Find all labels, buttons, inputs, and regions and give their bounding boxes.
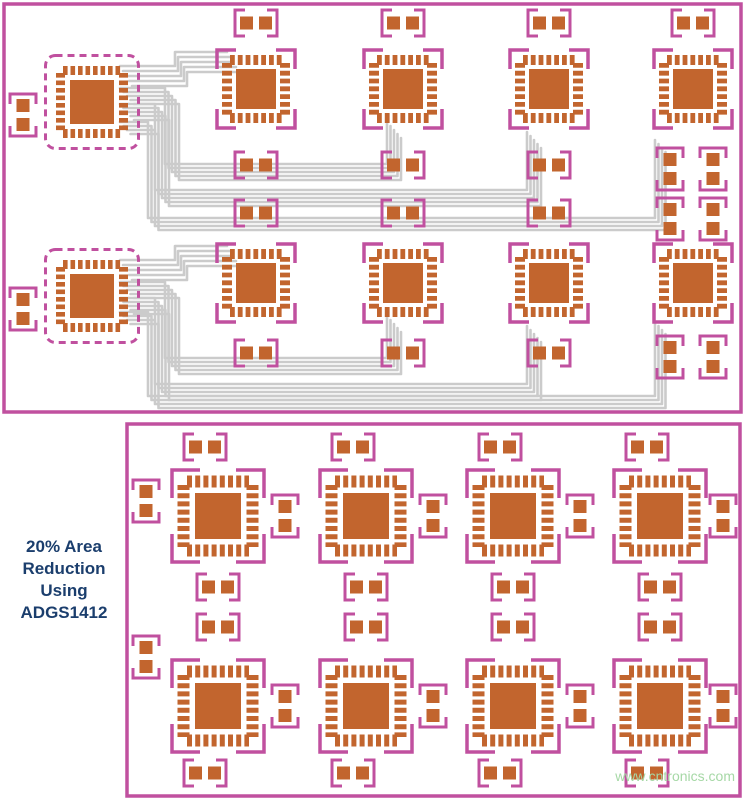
bottom-board: [125, 422, 742, 798]
passive-footprint: [565, 683, 595, 729]
passive-footprint: [670, 8, 716, 38]
chip-footprint: [320, 470, 412, 562]
passive-footprint: [477, 758, 523, 788]
passive-footprint: [182, 758, 228, 788]
passive-footprint: [708, 493, 738, 539]
passive-footprint: [698, 146, 728, 192]
passive-footprint: [418, 493, 448, 539]
chip-footprint: [364, 244, 442, 322]
passive-footprint: [565, 493, 595, 539]
large-chip-footprint: [46, 56, 139, 149]
chip-footprint: [467, 470, 559, 562]
chip-footprint: [510, 50, 588, 128]
caption-line-4: ADGS1412: [20, 603, 108, 622]
passive-footprint: [233, 8, 279, 38]
passive-footprint: [195, 572, 241, 602]
passive-footprint: [270, 493, 300, 539]
chip-footprint: [172, 660, 264, 752]
passive-footprint: [698, 334, 728, 380]
passive-footprint: [270, 683, 300, 729]
caption-line-1: 20% Area: [26, 537, 102, 556]
passive-footprint: [343, 612, 389, 642]
chip-footprint: [172, 470, 264, 562]
passive-footprint: [8, 286, 38, 332]
chip-footprint: [320, 660, 412, 752]
passive-footprint: [490, 612, 536, 642]
caption-line-3: Using: [40, 581, 88, 600]
chip-footprint: [654, 244, 732, 322]
passive-footprint: [698, 196, 728, 242]
passive-footprint: [330, 758, 376, 788]
passive-footprint: [708, 683, 738, 729]
chip-footprint: [510, 244, 588, 322]
passive-footprint: [8, 92, 38, 138]
passive-footprint: [182, 432, 228, 462]
passive-footprint: [195, 612, 241, 642]
watermark-text: www.cntronics.com: [615, 768, 735, 784]
chip-footprint: [364, 50, 442, 128]
passive-footprint: [418, 683, 448, 729]
chip-footprint: [614, 470, 706, 562]
passive-footprint: [637, 612, 683, 642]
passive-footprint: [330, 432, 376, 462]
passive-footprint: [637, 572, 683, 602]
passive-footprint: [380, 8, 426, 38]
passive-footprint: [526, 8, 572, 38]
passive-footprint: [490, 572, 536, 602]
top-board: [2, 2, 743, 414]
passive-footprint: [343, 572, 389, 602]
chip-footprint: [467, 660, 559, 752]
passive-footprint: [131, 478, 161, 524]
passive-footprint: [624, 432, 670, 462]
top-board-outline: [2, 2, 743, 414]
passive-footprint: [131, 634, 161, 680]
area-reduction-caption: 20% Area Reduction Using ADGS1412: [4, 536, 124, 624]
passive-footprint: [477, 432, 523, 462]
chip-footprint: [654, 50, 732, 128]
chip-footprint: [614, 660, 706, 752]
caption-line-2: Reduction: [22, 559, 106, 578]
large-chip-footprint: [46, 250, 139, 343]
bottom-board-outline: [125, 422, 742, 798]
